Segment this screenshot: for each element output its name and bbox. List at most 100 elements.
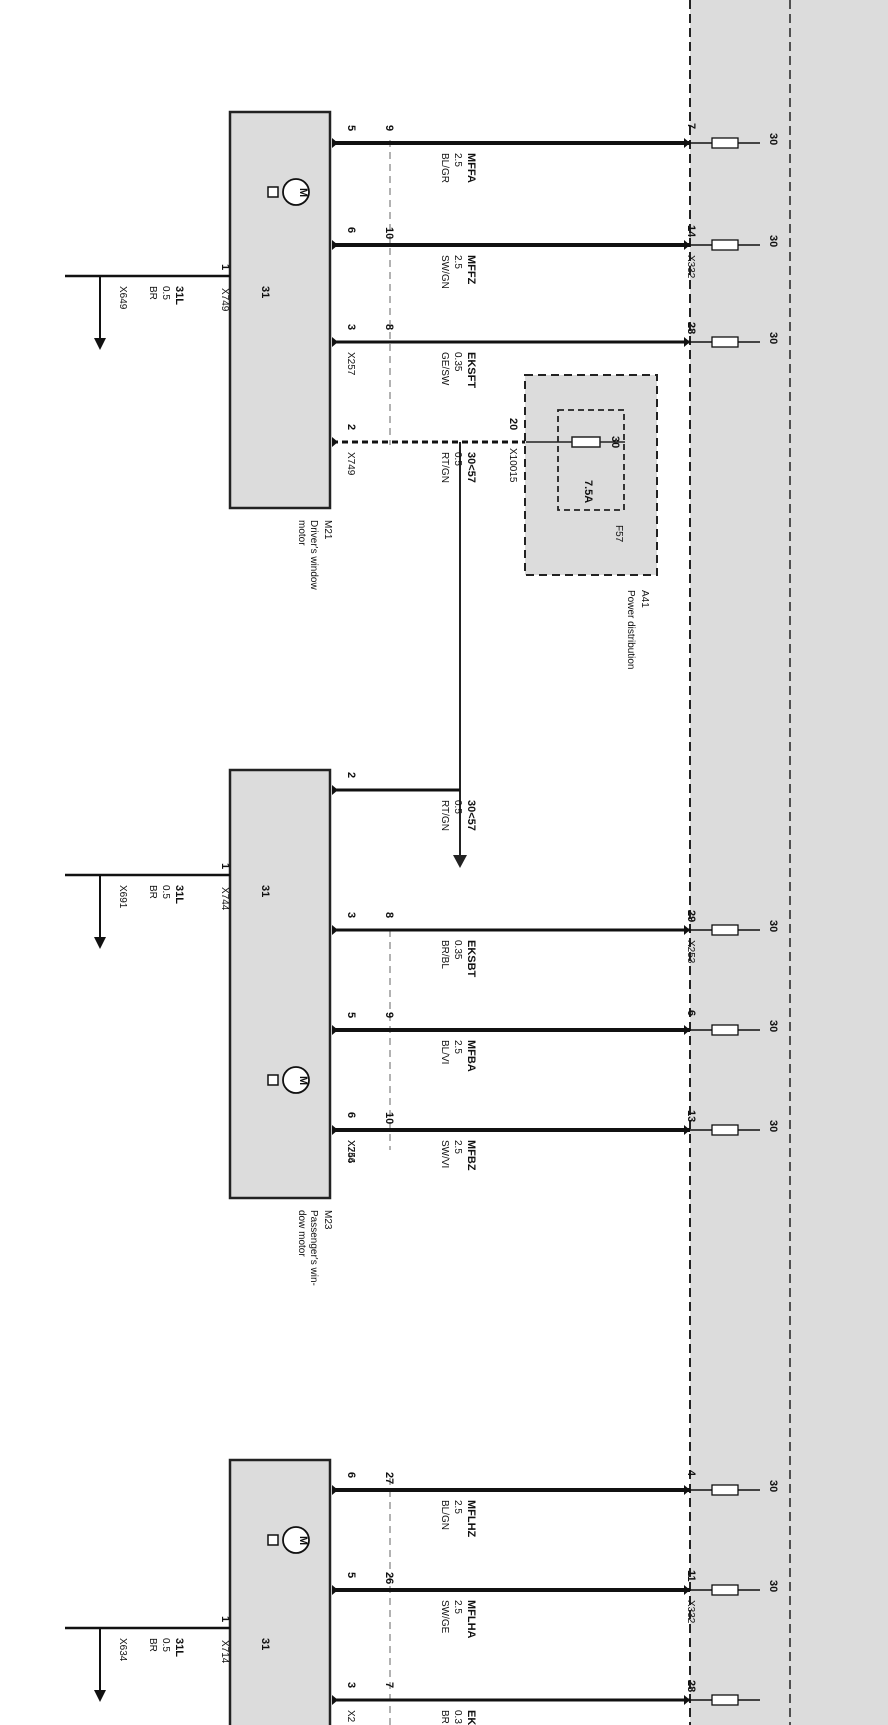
- wire-color: SW/GE: [439, 1600, 450, 1634]
- connector-pin-label: 9: [383, 125, 395, 131]
- motor-description-line: dow motor: [296, 1210, 307, 1257]
- ground-wire-gauge: 0.5: [160, 885, 171, 899]
- ground-target-connector: X649: [117, 286, 128, 310]
- module-resistor: [711, 239, 739, 251]
- motor-sensor-icon: [267, 1074, 279, 1086]
- module-resistor: [711, 1694, 739, 1706]
- pin-arrow: [332, 1025, 338, 1035]
- motor-pin-label: 3: [345, 912, 357, 918]
- wire-gauge: 2.5: [452, 153, 463, 167]
- module-pin-arrow: [684, 138, 690, 148]
- module-resistor: [711, 924, 739, 936]
- motor-icon: [282, 1066, 310, 1094]
- module-pin-label: 14: [685, 225, 697, 238]
- connector-pin-label: 10: [383, 1112, 395, 1124]
- ground-wire-name: 31L: [173, 885, 185, 904]
- signal-name: 30<57: [465, 452, 477, 483]
- connector-pin-label: 8: [383, 324, 395, 330]
- module-pin-label: 11: [685, 1570, 697, 1582]
- ground-connector: X744: [219, 887, 230, 911]
- connector-pin-label: 8: [383, 912, 395, 918]
- wire-gauge: 0.5: [452, 452, 463, 466]
- module-pin-arrow: [684, 240, 690, 250]
- connector-label: X256: [345, 1140, 356, 1164]
- connector-label: X749: [345, 452, 356, 476]
- pin-arrow: [332, 925, 338, 935]
- wire-color: BL/GR: [439, 153, 450, 183]
- module-pin-label: 4: [685, 1470, 697, 1477]
- wire-gauge: 0.5: [452, 800, 463, 814]
- motor-icon-letter: M: [297, 188, 309, 197]
- pin-arrow: [332, 240, 338, 250]
- signal-name: MFFZ: [465, 255, 477, 285]
- ground-wire-gauge: 0.5: [160, 286, 171, 300]
- pin-arrow: [332, 437, 338, 447]
- motor-box-m23: [228, 768, 332, 1200]
- module-pin-label: 7: [685, 123, 697, 129]
- module-resistor: [711, 1124, 739, 1136]
- motor-pin-label: 6: [345, 1112, 357, 1118]
- signal-name: MFBZ: [465, 1140, 477, 1171]
- motor-pin-label: 2: [345, 772, 357, 778]
- signal-name: EKSBT: [465, 940, 477, 978]
- module-resistor: [711, 1484, 739, 1496]
- fuse-feed-arrow: [453, 855, 467, 868]
- ground-connector: X714: [219, 1640, 230, 1664]
- wire-color: RT/GN: [439, 800, 450, 831]
- module-pin-arrow: [684, 337, 690, 347]
- pin-arrow: [332, 337, 338, 347]
- signal-name: MFBA: [465, 1040, 477, 1072]
- motor-id: M21: [322, 520, 333, 540]
- pin-arrow: [332, 1695, 338, 1705]
- signal-name: 30<57: [465, 800, 477, 831]
- a41-name: A41: [639, 590, 650, 608]
- connector-label: X257: [345, 352, 356, 376]
- module-pin-arrow: [684, 1025, 690, 1035]
- motor-pin-label: 3: [345, 1682, 357, 1688]
- wire-gauge: 2.5: [452, 1140, 463, 1154]
- motor-sensor-icon: [267, 1534, 279, 1546]
- module-pin-label: 28: [685, 322, 697, 334]
- module-pin-arrow: [684, 1695, 690, 1705]
- connector-pin-label: 26: [383, 1572, 395, 1584]
- wire-gauge: 2.5: [452, 1500, 463, 1514]
- wire-color: RT/GN: [439, 452, 450, 483]
- wire-gauge: 0.3: [452, 1710, 463, 1724]
- fuse-name: F57: [613, 525, 624, 543]
- module-connector-label: X332: [685, 255, 696, 279]
- motor-icon: [282, 1526, 310, 1554]
- fuse-terminal: 30: [609, 436, 621, 448]
- motor-box-third: [228, 1458, 332, 1725]
- connector-label: X2: [345, 1710, 356, 1723]
- motor-connector-label: X744: [345, 1140, 356, 1164]
- ground-wire-gauge: 0.5: [160, 1638, 171, 1652]
- wire-color: BL/GN: [439, 1500, 450, 1530]
- a41-connector: X10015: [507, 448, 518, 483]
- signal-name: EKSFT: [465, 352, 477, 388]
- motor-pin-label: 5: [345, 1572, 357, 1578]
- ground-wire-color: BR: [147, 1638, 158, 1652]
- ground-wire-name: 31L: [173, 286, 185, 305]
- ground-target-connector: X634: [117, 1638, 128, 1662]
- signal-name: EK: [465, 1710, 477, 1725]
- module-terminal: 30: [767, 1020, 779, 1032]
- ground-pin: 1: [219, 264, 231, 270]
- motor-pin-label: 6: [345, 227, 357, 233]
- module-terminal: 30: [767, 332, 779, 344]
- ground-arrow: [94, 937, 106, 949]
- module-terminal: 30: [767, 1120, 779, 1132]
- motor-id: M23: [322, 1210, 333, 1230]
- ground-target-connector: X691: [117, 885, 128, 909]
- pin-arrow: [332, 785, 338, 795]
- motor-box-m21: [228, 110, 332, 510]
- wire-gauge: 2.5: [452, 1600, 463, 1614]
- module-terminal: 30: [767, 133, 779, 145]
- wire-gauge: 2.5: [452, 255, 463, 269]
- module-resistor: [711, 1584, 739, 1596]
- module-resistor: [711, 336, 739, 348]
- motor-description-line: Passenger's win-: [308, 1210, 319, 1286]
- module-connector-label: X332: [685, 1600, 696, 1624]
- a41-pin: 20: [507, 418, 519, 430]
- motor-icon-letter: M: [297, 1076, 309, 1085]
